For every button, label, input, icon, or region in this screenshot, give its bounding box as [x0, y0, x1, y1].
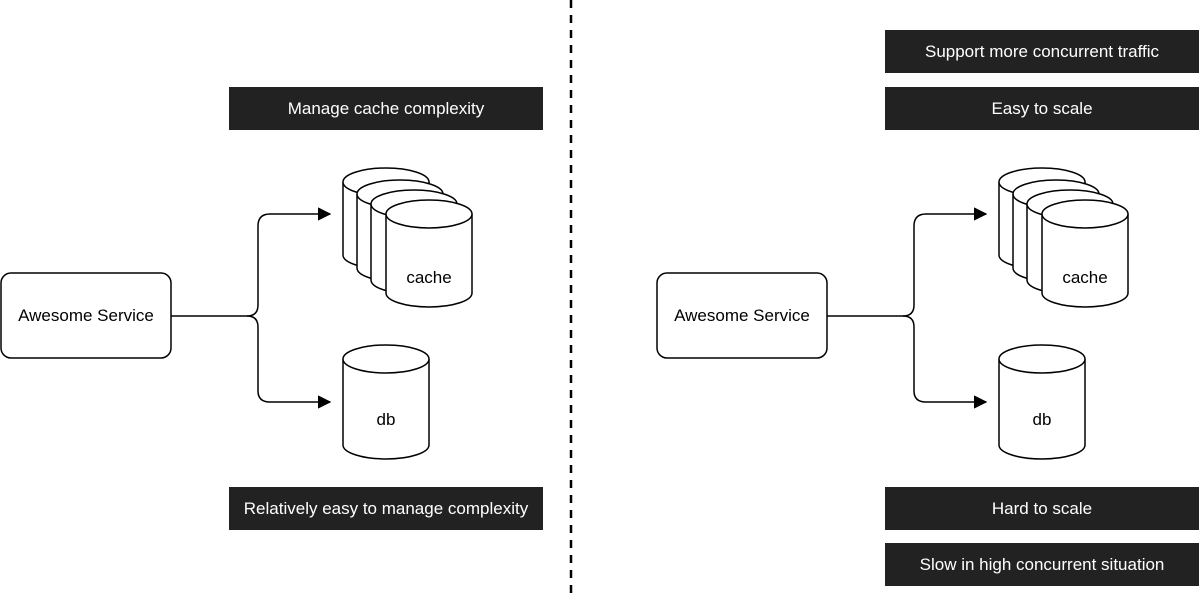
- right-connector-db-line: [902, 315, 988, 409]
- right-cache-label: cache: [1062, 268, 1107, 287]
- left-bottom-note: Relatively easy to manage complexity: [229, 487, 543, 530]
- left-db-cylinder: db: [342, 344, 430, 460]
- left-top-note: Manage cache complexity: [229, 87, 543, 130]
- right-cache-stack: cache: [998, 167, 1129, 308]
- left-service-label: Awesome Service: [18, 306, 154, 325]
- right-panel: Support more concurrent traffic Easy to …: [656, 30, 1199, 586]
- right-connector-line: [827, 207, 988, 317]
- right-top-note-2-text: Easy to scale: [991, 99, 1092, 118]
- left-connector-db-line: [246, 315, 332, 409]
- right-bottom-note-2-text: Slow in high concurrent situation: [920, 555, 1165, 574]
- left-connector-line: [171, 207, 332, 317]
- right-db-label: db: [1033, 410, 1052, 429]
- left-cache-cylinder-4: [385, 199, 473, 308]
- right-cache-cylinder-4: [1041, 199, 1129, 308]
- right-top-note-1: Support more concurrent traffic: [885, 30, 1199, 73]
- right-bottom-note-1: Hard to scale: [885, 487, 1199, 530]
- left-top-note-text: Manage cache complexity: [288, 99, 485, 118]
- left-bottom-note-text: Relatively easy to manage complexity: [244, 499, 529, 518]
- right-service-label: Awesome Service: [674, 306, 810, 325]
- left-cache-stack: cache: [342, 167, 473, 308]
- right-service-box: Awesome Service: [656, 272, 828, 359]
- right-bottom-note-1-text: Hard to scale: [992, 499, 1092, 518]
- right-bottom-note-2: Slow in high concurrent situation: [885, 543, 1199, 586]
- left-cache-label: cache: [406, 268, 451, 287]
- right-db-cylinder: db: [998, 344, 1086, 460]
- right-top-note-1-text: Support more concurrent traffic: [925, 42, 1160, 61]
- left-db-label: db: [377, 410, 396, 429]
- left-panel: Manage cache complexity Awesome Service: [0, 87, 543, 530]
- right-top-note-2: Easy to scale: [885, 87, 1199, 130]
- left-service-box: Awesome Service: [0, 272, 172, 359]
